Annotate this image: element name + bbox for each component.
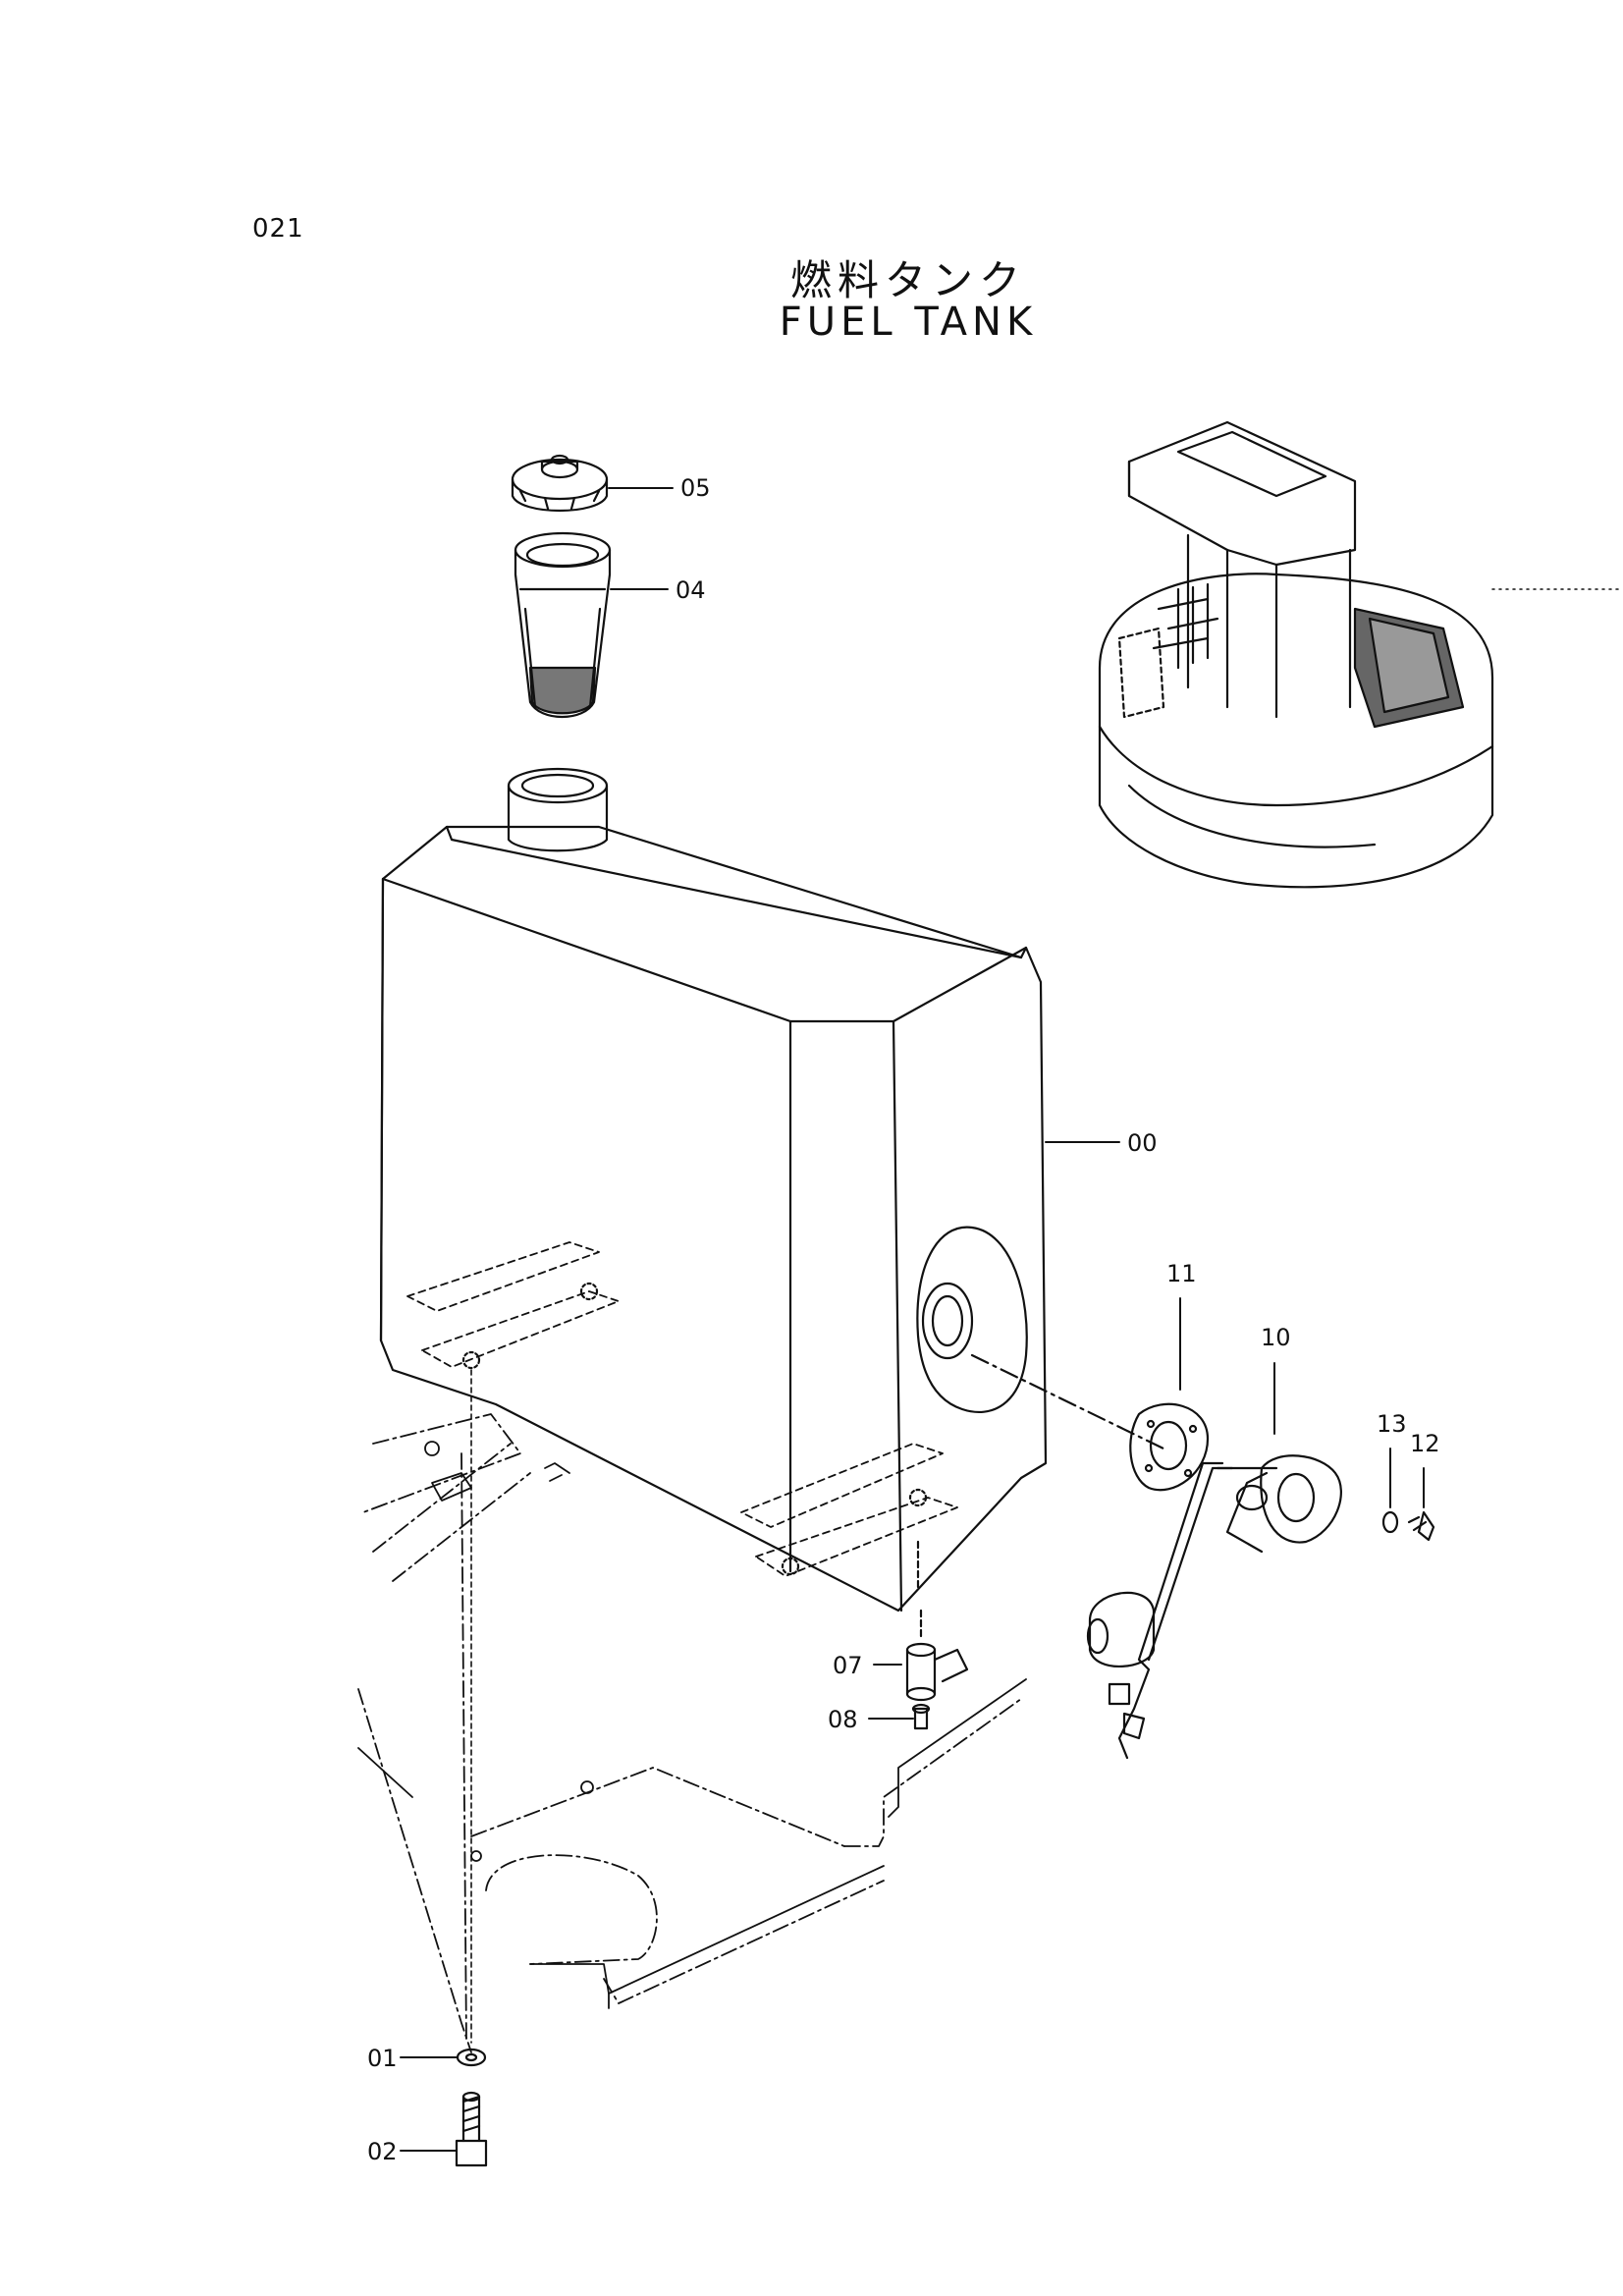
callout-11: 11 [1166, 1260, 1197, 1287]
machine-overview-illustration [1098, 420, 1621, 889]
callout-12: 12 [1410, 1430, 1440, 1457]
drain-cock-part [905, 1609, 969, 1730]
page-number: 021 [252, 214, 304, 244]
title-english: FUEL TANK [779, 300, 1038, 345]
filler-cap-part [511, 454, 609, 513]
callout-02: 02 [367, 2138, 398, 2165]
callout-13: 13 [1377, 1410, 1407, 1438]
machine-frame-outline [357, 1413, 1027, 2053]
fuel-sender-assembly [970, 1353, 1435, 1760]
fuel-tank-body [379, 767, 1048, 1613]
callout-leader-lines [400, 487, 1425, 2152]
callout-07: 07 [833, 1652, 863, 1679]
strainer-part [514, 531, 612, 719]
callout-10: 10 [1261, 1324, 1291, 1351]
callout-08: 08 [828, 1706, 858, 1733]
callout-01: 01 [367, 2045, 398, 2072]
callout-04: 04 [676, 576, 706, 604]
callout-05: 05 [680, 474, 711, 502]
callout-00: 00 [1127, 1129, 1158, 1157]
title-japanese: 燃料タンク [789, 256, 1026, 304]
